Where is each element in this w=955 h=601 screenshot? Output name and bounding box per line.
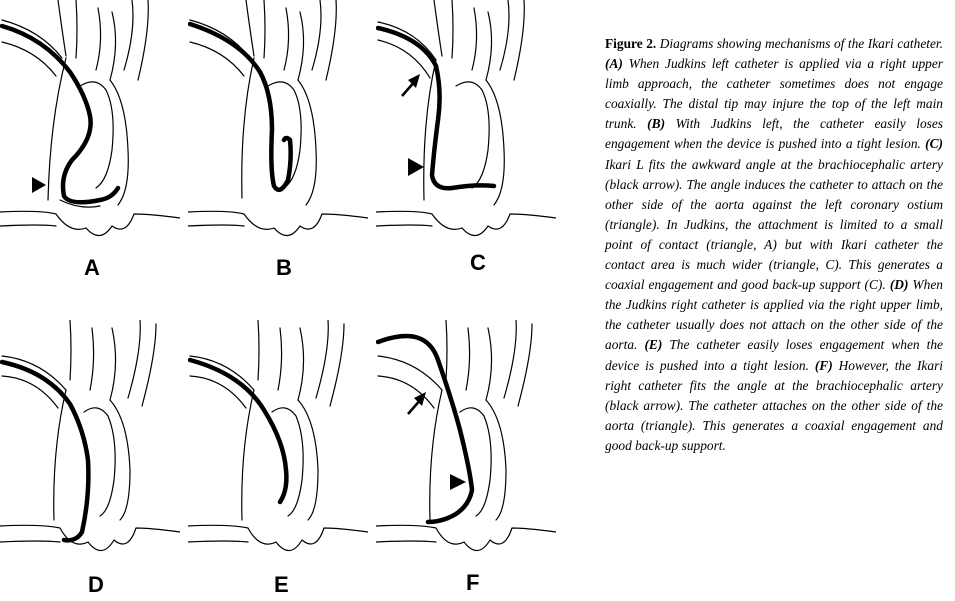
- panel-e-catheter: [188, 357, 289, 505]
- panel-b-aorta-drawing: [188, 0, 368, 237]
- panel-c-arrow-icon: [408, 74, 420, 88]
- panel-b-catheter: [188, 21, 293, 193]
- panel-e-diagram: E: [188, 320, 368, 597]
- panel-d-aorta-drawing: [0, 320, 180, 552]
- panel-c-label: C: [470, 250, 486, 275]
- panel-e-label: E: [274, 572, 289, 597]
- panel-f-triangle-marker: [450, 474, 466, 490]
- panel-c-aorta-drawing: [376, 0, 556, 237]
- panel-e-aorta-drawing: [188, 320, 368, 552]
- caption-text-d: When the Judkins right catheter is appli…: [605, 277, 943, 353]
- caption-text-b: With Judkins left, the catheter easily l…: [605, 116, 944, 152]
- figure-caption: Figure 2. Diagrams showing mechanisms of…: [605, 34, 943, 456]
- caption-tag-a: (A): [605, 56, 623, 72]
- panel-c-triangle-marker: [408, 158, 424, 176]
- caption-tag-e: (E): [644, 337, 663, 353]
- caption-intro: Diagrams showing mechanisms of the Ikari…: [656, 36, 943, 51]
- panel-c-catheter: [376, 25, 497, 191]
- panel-b-diagram: B: [188, 0, 368, 280]
- panel-d-label: D: [88, 572, 104, 597]
- panel-a-catheter: [0, 23, 121, 205]
- caption-text-a: When Judkins left catheter is applied vi…: [605, 56, 943, 132]
- caption-text-c: Ikari L fits the awkward angle at the br…: [605, 156, 943, 293]
- caption-tag-d: (D): [889, 277, 909, 293]
- panel-f-diagram: F: [376, 320, 556, 595]
- caption-text-f: However, the Ikari right catheter fits t…: [605, 357, 943, 453]
- caption-figure-number: Figure 2.: [605, 36, 657, 51]
- caption-text-e: The catheter easily loses engagement whe…: [605, 337, 944, 373]
- panel-d-diagram: D: [0, 320, 180, 597]
- panel-f-catheter: [376, 333, 475, 525]
- panel-d-catheter: [0, 359, 91, 543]
- panel-f-aorta-drawing: [376, 320, 556, 552]
- caption-tag-b: (B): [647, 116, 666, 132]
- panel-b-label: B: [276, 255, 292, 280]
- caption-tag-f: (F): [814, 357, 833, 373]
- panel-a-label: A: [84, 255, 100, 280]
- caption-tag-c: (C): [925, 136, 943, 152]
- panel-f-arrow-icon: [414, 392, 426, 406]
- panel-a-aorta-drawing: [0, 0, 180, 237]
- panel-c-diagram: C: [376, 0, 556, 275]
- panel-a-triangle-marker: [32, 177, 46, 193]
- panel-a-diagram: A: [0, 0, 180, 280]
- panel-f-label: F: [466, 570, 480, 595]
